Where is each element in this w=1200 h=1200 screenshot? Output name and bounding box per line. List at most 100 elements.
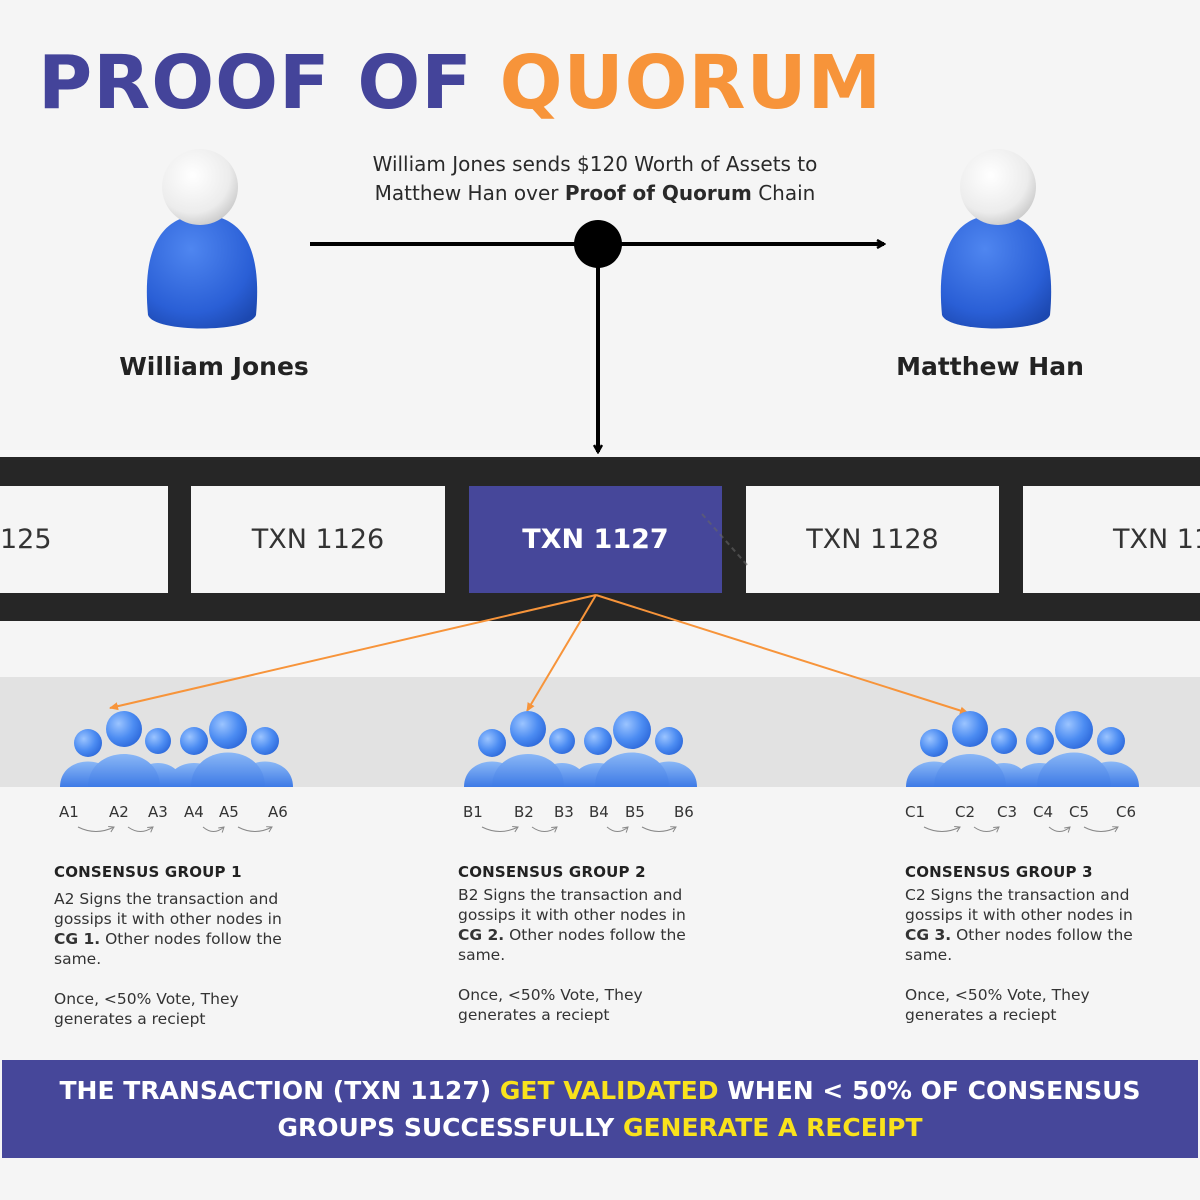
block-txn-1128: TXN 1128 bbox=[746, 486, 999, 593]
node-head bbox=[549, 728, 575, 754]
description-line-2-post: Chain bbox=[751, 181, 816, 205]
node-head bbox=[952, 711, 988, 747]
node-head bbox=[145, 728, 171, 754]
cg-bold: CG 3. bbox=[905, 926, 952, 944]
gossip-arrows-group-1 bbox=[77, 826, 273, 833]
banner-line-2: GROUPS SUCCESSFULLY GENERATE A RECEIPT bbox=[2, 1109, 1198, 1146]
block-label: TXN 1128 bbox=[806, 524, 939, 555]
node-label: A3 bbox=[148, 803, 168, 821]
node-head bbox=[510, 711, 546, 747]
node-head bbox=[74, 729, 102, 757]
node-label: B3 bbox=[554, 803, 574, 821]
banner-highlight: GET VALIDATED bbox=[499, 1076, 719, 1105]
node-head bbox=[106, 711, 142, 747]
cg-bold: CG 1. bbox=[54, 930, 101, 948]
node-label: B4 bbox=[589, 803, 609, 821]
cg-desc-line: C2 Signs the transaction and gossips it … bbox=[905, 886, 1133, 924]
node-label: B6 bbox=[674, 803, 694, 821]
banner-text: THE TRANSACTION (TXN 1127) bbox=[59, 1076, 500, 1105]
description-line-2-pre: Matthew Han over bbox=[374, 181, 565, 205]
consensus-group-3-description: C2 Signs the transaction and gossips it … bbox=[905, 885, 1155, 1025]
node-head bbox=[1097, 727, 1125, 755]
block-label: 125 bbox=[0, 524, 52, 555]
next-block-arrow bbox=[701, 513, 749, 567]
node-label: C6 bbox=[1116, 803, 1137, 821]
node-label: C5 bbox=[1069, 803, 1090, 821]
gossip-arrow bbox=[606, 826, 629, 833]
cg-desc-line: Other nodes follow the same. bbox=[905, 926, 1133, 964]
node-label: B1 bbox=[463, 803, 483, 821]
node-head bbox=[655, 727, 683, 755]
gossip-arrow bbox=[202, 826, 225, 833]
title-part-1: PROOF OF bbox=[38, 40, 473, 126]
sender-avatar-icon bbox=[146, 149, 258, 329]
node-head bbox=[251, 727, 279, 755]
block-label: TXN 1127 bbox=[522, 524, 669, 555]
node-label: A5 bbox=[219, 803, 239, 821]
title-part-2: QUORUM bbox=[499, 40, 883, 126]
banner-text: WHEN < 50% OF CONSENSUS bbox=[718, 1076, 1141, 1105]
node-head bbox=[478, 729, 506, 757]
consensus-group-1-title: CONSENSUS GROUP 1 bbox=[54, 863, 242, 881]
node-body bbox=[88, 754, 160, 787]
sender-name: William Jones bbox=[119, 352, 309, 381]
block-txn-1127-active: TXN 1127 bbox=[469, 486, 722, 593]
consensus-arrows bbox=[109, 594, 969, 715]
cg-vote-text: Once, <50% Vote, They generates a reciep… bbox=[458, 986, 643, 1024]
gossip-arrow bbox=[127, 826, 154, 833]
consensus-group-2-crowd-icon bbox=[464, 711, 697, 787]
node-head bbox=[584, 727, 612, 755]
consensus-group-1-crowd-icon bbox=[60, 711, 293, 787]
node-body bbox=[1037, 752, 1111, 787]
node-label: A2 bbox=[109, 803, 129, 821]
node-label: C3 bbox=[997, 803, 1018, 821]
cg-desc-line: A2 Signs the transaction and gossips it … bbox=[54, 890, 282, 928]
consensus-group-1-description: A2 Signs the transaction and gossips it … bbox=[54, 889, 304, 1029]
cg-vote-text: Once, <50% Vote, They generates a reciep… bbox=[54, 990, 239, 1028]
cg-desc-line: Other nodes follow the same. bbox=[458, 926, 686, 964]
banner-highlight: GENERATE A RECEIPT bbox=[622, 1113, 923, 1142]
cg-bold: CG 2. bbox=[458, 926, 505, 944]
gossip-arrow bbox=[1083, 826, 1119, 833]
gossip-arrow bbox=[77, 826, 115, 833]
block-label: TXN 1126 bbox=[251, 524, 385, 555]
cg-desc-line: B2 Signs the transaction and gossips it … bbox=[458, 886, 686, 924]
node-label: A6 bbox=[268, 803, 288, 821]
description-chain-name: Proof of Quorum bbox=[564, 181, 752, 205]
node-head bbox=[613, 711, 651, 749]
gossip-arrow bbox=[531, 826, 558, 833]
node-label: C4 bbox=[1033, 803, 1054, 821]
node-head bbox=[1026, 727, 1054, 755]
node-body bbox=[934, 754, 1006, 787]
page-title: PROOF OF QUORUM bbox=[38, 38, 882, 128]
node-groups bbox=[60, 711, 1139, 833]
chain-junction-dot bbox=[574, 220, 622, 268]
node-body bbox=[191, 752, 265, 787]
block-txn-1129: TXN 11 bbox=[1023, 486, 1200, 593]
node-head bbox=[180, 727, 208, 755]
node-label: A1 bbox=[59, 803, 79, 821]
receiver-name: Matthew Han bbox=[896, 352, 1084, 381]
node-label: B5 bbox=[625, 803, 645, 821]
description-line-1: William Jones sends $120 Worth of Assets… bbox=[372, 152, 818, 176]
cg-vote-text: Once, <50% Vote, They generates a reciep… bbox=[905, 986, 1090, 1024]
gossip-arrow bbox=[641, 826, 677, 833]
node-head bbox=[1055, 711, 1093, 749]
gossip-arrow bbox=[237, 826, 273, 833]
node-head bbox=[920, 729, 948, 757]
gossip-arrows-group-3 bbox=[923, 826, 1119, 833]
consensus-group-2-title: CONSENSUS GROUP 2 bbox=[458, 863, 646, 881]
cg-desc-line: Other nodes follow the same. bbox=[54, 930, 282, 968]
gossip-arrows-group-2 bbox=[481, 826, 677, 833]
node-label: C1 bbox=[905, 803, 926, 821]
node-body bbox=[492, 754, 564, 787]
receiver-avatar-icon bbox=[940, 149, 1052, 329]
node-head bbox=[209, 711, 247, 749]
banner-line-1: THE TRANSACTION (TXN 1127) GET VALIDATED… bbox=[2, 1072, 1198, 1109]
gossip-arrow bbox=[923, 826, 961, 833]
gossip-arrow bbox=[1048, 826, 1071, 833]
gossip-arrow bbox=[481, 826, 519, 833]
transaction-description: William Jones sends $120 Worth of Assets… bbox=[320, 150, 870, 208]
node-label: C2 bbox=[955, 803, 976, 821]
